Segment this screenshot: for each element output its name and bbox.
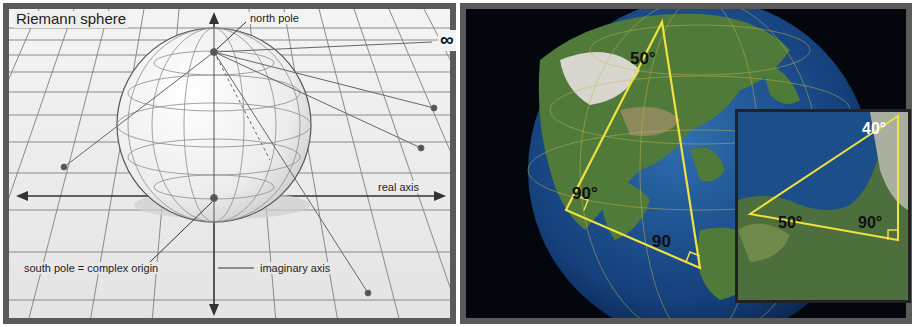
diagram-label: south pole = complex origin	[22, 262, 160, 274]
angle-label: 50°	[778, 214, 802, 232]
panel-ground	[9, 9, 450, 318]
riemann-sphere	[117, 28, 311, 222]
angle-label: 90	[652, 233, 671, 252]
angle-label: 90°	[572, 185, 598, 204]
panel-frame	[3, 3, 456, 324]
angle-label: 90°	[858, 214, 882, 232]
diagram-label: real axis	[376, 181, 421, 193]
plane-grid	[9, 9, 450, 318]
leader-lines	[150, 22, 254, 268]
diagram-label: ∞	[438, 30, 456, 51]
diagram-label: north pole	[248, 12, 301, 24]
inset-map	[735, 109, 911, 303]
diagram-label: imaginary axis	[258, 262, 332, 274]
axes	[16, 12, 446, 316]
angle-label: 50°	[630, 50, 656, 69]
angle-label: 40°	[862, 120, 886, 138]
projection-lines	[61, 42, 437, 296]
diagram-label: Riemann sphere	[14, 11, 128, 28]
